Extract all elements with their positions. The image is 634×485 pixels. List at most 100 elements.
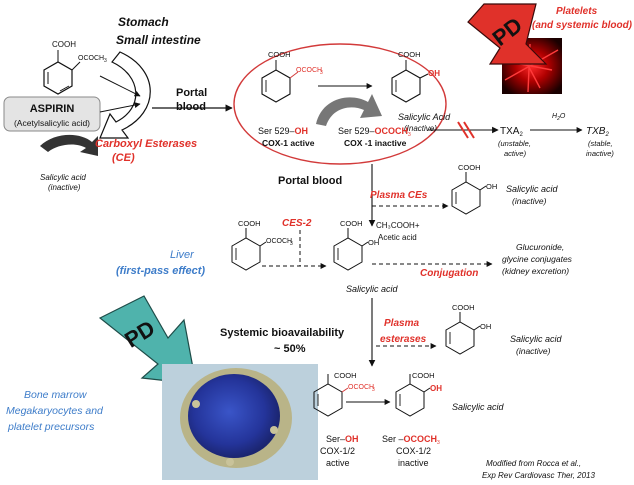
liver-aspirin-cooh: COOH — [238, 219, 261, 228]
platelet-precursors-label: platelet precursors — [7, 421, 95, 433]
cox1-inactive-label: COX -1 inactive — [344, 138, 407, 148]
liver-aspirin-structure: COOH OCOCH 3 — [231, 219, 293, 271]
megakaryocyte-image — [162, 364, 318, 480]
right1-oh: OH — [486, 182, 497, 191]
plasma-ces-label: Plasma CEs — [370, 190, 428, 201]
bottom-cox-left: COX-1/2 — [320, 446, 355, 456]
citation-line-1: Modified from Rocca et al., — [486, 459, 581, 468]
txa2-state-1: (unstable, — [498, 139, 531, 148]
bottom-aspirin-structure: COOH OCOCH 3 — [313, 371, 375, 417]
liver-label: Liver — [170, 249, 195, 261]
portal-blood-label-2: blood — [176, 101, 206, 113]
aspirin-label-box: ASPIRIN (Acetylsalicylic acid) — [3, 96, 101, 132]
salicylic-acid-right2-state: (inactive) — [516, 346, 551, 356]
bottom-salicylic-acid-label: Salicylic acid — [452, 402, 505, 412]
portal-blood-label-3: Portal blood — [278, 175, 342, 187]
aspirin-cooh-label: COOH — [52, 40, 76, 49]
right2-cooh: COOH — [452, 303, 475, 312]
bottom-ser-left: Ser–OH — [326, 434, 359, 444]
aspirin-label-to-intestine-arrow — [99, 102, 141, 113]
plasma-esterases-label-1: Plasma — [384, 318, 419, 329]
salicylic-structure-right2: COOH OH — [445, 303, 491, 355]
bottom-cox-right-state: inactive — [398, 458, 429, 468]
salicylic-acid-right1-label: Salicylic acid — [506, 184, 559, 194]
center-cooh: COOH — [340, 219, 363, 228]
cox1-acetylation-ellipse — [233, 43, 447, 165]
bottom-aspirin-cooh: COOH — [334, 371, 357, 380]
pd-top-arrow — [467, 3, 548, 65]
txa2-state-2: active) — [504, 149, 527, 158]
ellipse-salicylic-acid-state: (Inactive) — [404, 124, 437, 133]
portal-blood-label-1: Portal — [176, 87, 207, 99]
bottom-aspirin-ococh3: OCOCH — [348, 384, 374, 391]
ellipse-salicylic-acid-label: Salicylic Acid — [398, 112, 451, 122]
small-intestine-label: Small intestine — [116, 33, 201, 47]
ce-hydrolysis-arrow — [40, 134, 98, 156]
salicylic-structure-right1: COOH OH — [451, 163, 497, 215]
ser-529-left: Ser 529–OH — [258, 126, 308, 136]
conjugation-label: Conjugation — [420, 268, 478, 279]
bioavailability-percent: ~ 50% — [274, 343, 306, 355]
bottom-aspirin-ococh3-sub: 3 — [372, 387, 375, 393]
ser-529-right: Ser 529–OCOCH3 — [338, 126, 411, 138]
bottom-salicylic-oh: OH — [430, 384, 442, 393]
bottom-cox-left-state: active — [326, 458, 350, 468]
bottom-cox-right: COX-1/2 — [396, 446, 431, 456]
megakaryocytes-label: Megakaryocytes and — [6, 405, 104, 417]
ce-abbrev-label: (CE) — [112, 152, 135, 164]
bone-marrow-label: Bone marrow — [24, 389, 88, 401]
right2-oh: OH — [480, 322, 491, 331]
pd-bottom-arrow — [98, 295, 197, 385]
txb2-state-1: (stable, — [588, 139, 613, 148]
intestine-curve-arrow — [99, 51, 151, 139]
stomach-label: Stomach — [118, 15, 169, 29]
conjugates-line-2: glycine conjugates — [502, 254, 573, 264]
salicylic-acid-left-state: (inactive) — [48, 183, 81, 192]
systemic-bioavailability-label: Systemic bioavailability — [220, 327, 345, 339]
salicylic-acid-center-label: Salicylic acid — [346, 284, 399, 294]
right1-cooh: COOH — [458, 163, 481, 172]
aspirin-structure: COOH OCOCH 3 — [43, 40, 107, 95]
txa2-label: TXA2 — [500, 126, 523, 138]
ellipse-aspirin-ococh3: OCOCH — [296, 67, 322, 74]
citation-line-2: Exp Rev Cardiovasc Ther, 2013 — [482, 471, 595, 480]
liver-aspirin-ococh3: OCOCH — [266, 238, 292, 245]
acetic-formula: CH₃COOH+ — [376, 221, 420, 230]
ellipse-salicylic-cooh: COOH — [398, 50, 421, 59]
h2o-label: H2O — [552, 113, 566, 122]
aspirin-ococh3-label: OCOCH — [78, 55, 104, 62]
aspirin-ococh3-sub: 3 — [104, 58, 107, 64]
salicylic-acid-right1-state: (inactive) — [512, 196, 547, 206]
bottom-salicylic-cooh: COOH — [412, 371, 435, 380]
inhibition-mark-1 — [457, 121, 469, 139]
cox1-active-label: COX-1 active — [262, 138, 315, 148]
liver-aspirin-ococh3-sub: 3 — [290, 241, 293, 247]
bottom-ser-right: Ser –OCOCH3 — [382, 434, 440, 446]
ellipse-aspirin-structure: COOH OCOCH 3 — [261, 50, 323, 103]
acetic-name: Acetic acid — [378, 233, 417, 242]
conjugates-line-3: (kidney excretion) — [502, 266, 569, 276]
salicylic-structure-center: COOH OH — [333, 219, 379, 271]
aspirin-chem-name: (Acetylsalicylic acid) — [14, 118, 90, 128]
aspirin-name: ASPIRIN — [30, 103, 75, 115]
txb2-label: TXB2 — [586, 126, 609, 138]
ellipse-salicylic-oh: OH — [428, 69, 440, 78]
ces2-label: CES-2 — [282, 218, 312, 229]
carboxyl-esterases-label: Carboxyl Esterases — [95, 138, 197, 150]
systemic-blood-label: (and systemic blood) — [532, 20, 633, 31]
plasma-esterases-label-2: esterases — [380, 334, 427, 345]
bottom-salicylic-structure: COOH OH — [395, 371, 442, 417]
aspirin-to-intestine-arrow — [99, 75, 141, 97]
salicylic-acid-right2-label: Salicylic acid — [510, 334, 563, 344]
center-oh: OH — [368, 238, 379, 247]
ellipse-aspirin-ococh3-sub: 3 — [320, 70, 323, 76]
txb2-state-2: inactive) — [586, 149, 614, 158]
conjugates-line-1: Glucuronide, — [516, 242, 564, 252]
salicylic-acid-left-label: Salicylic acid — [40, 173, 86, 182]
acetyl-transfer-arrow — [316, 94, 382, 126]
ellipse-salicylic-structure: COOH OH — [391, 50, 440, 103]
inhibition-mark-2 — [463, 121, 475, 139]
ellipse-aspirin-cooh: COOH — [268, 50, 291, 59]
first-pass-label: (first-pass effect) — [116, 265, 205, 277]
